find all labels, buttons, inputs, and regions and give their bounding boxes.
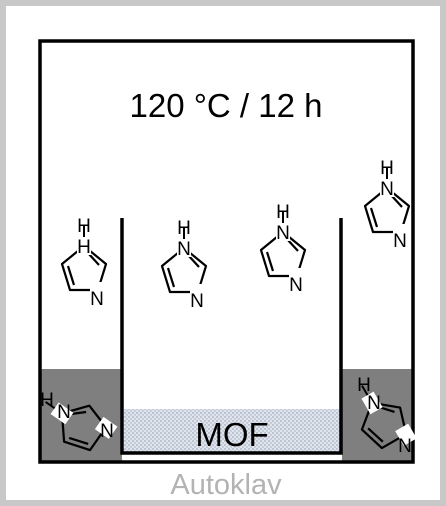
h-label: H <box>77 216 91 237</box>
h-label: H <box>276 202 290 223</box>
h-label: H <box>177 218 191 239</box>
h-label: H <box>77 237 91 258</box>
n-label: N <box>190 291 204 312</box>
n-label: N <box>276 223 290 244</box>
autoclave-label: Autoklav <box>170 469 282 501</box>
n-label: N <box>393 231 407 252</box>
inner-container <box>120 218 343 455</box>
n-label: N <box>90 289 104 310</box>
n-label: N <box>57 402 71 423</box>
n-label: N <box>367 393 381 414</box>
h-label: H <box>357 375 371 396</box>
h-label: H <box>380 158 394 179</box>
condition-label: 120 °C / 12 h <box>130 87 323 124</box>
autoclave-box <box>38 39 415 464</box>
n-label: N <box>100 421 114 442</box>
h-label: H <box>40 390 54 411</box>
n-label: N <box>289 275 303 296</box>
n-label: N <box>177 239 191 260</box>
n-label: N <box>380 179 394 200</box>
mof-label: MOF <box>195 416 268 453</box>
n-label: N <box>398 436 412 457</box>
mof-layer <box>124 409 340 452</box>
